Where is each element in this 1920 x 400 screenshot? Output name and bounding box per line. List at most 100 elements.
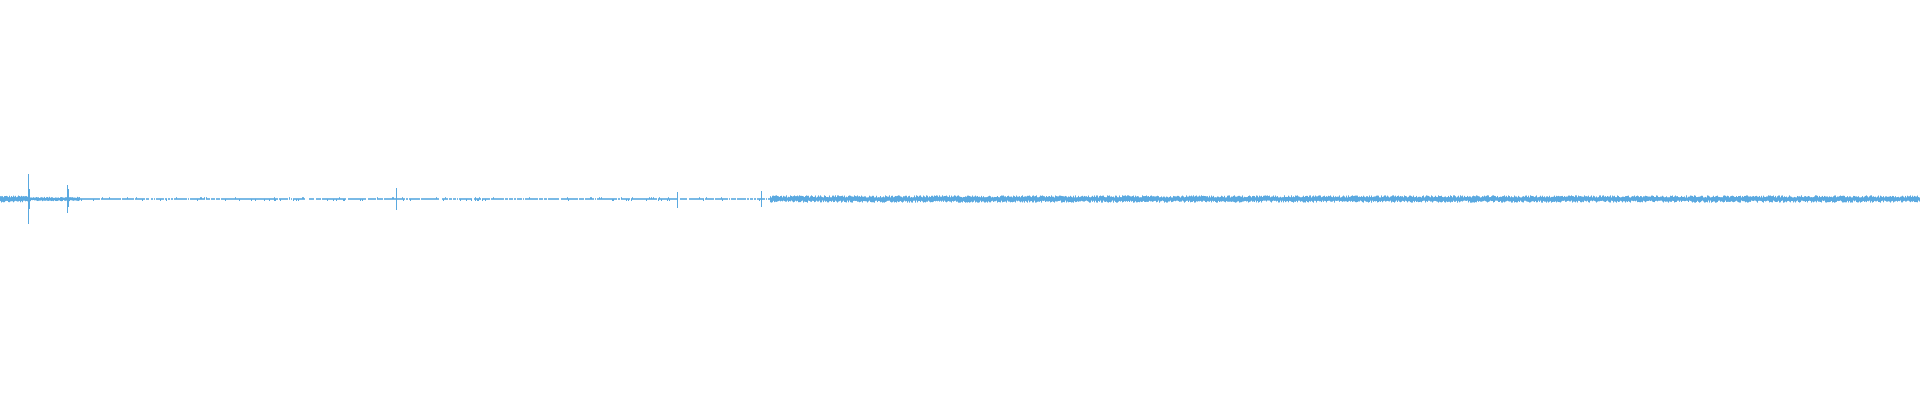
waveform-sample <box>583 198 584 200</box>
waveform-sample <box>469 198 470 200</box>
waveform-sample <box>663 198 664 200</box>
waveform-sample <box>890 197 891 202</box>
waveform-sample <box>1240 196 1241 203</box>
waveform-sample <box>1231 196 1232 202</box>
waveform-sample <box>387 198 388 200</box>
waveform-sample <box>1880 195 1881 203</box>
waveform-sample <box>97 198 98 200</box>
waveform-sample <box>1545 197 1546 202</box>
waveform-sample <box>1069 196 1070 202</box>
waveform-sample <box>340 198 341 200</box>
waveform-sample <box>1304 197 1305 203</box>
waveform-sample <box>1841 196 1842 202</box>
waveform-sample <box>1421 197 1422 203</box>
waveform-sample <box>948 196 949 202</box>
waveform-sample <box>1616 197 1617 203</box>
waveform-sample <box>598 198 599 200</box>
waveform-sample <box>1111 196 1112 202</box>
waveform-sample <box>971 196 972 202</box>
waveform-sample <box>72 197 73 201</box>
waveform-sample <box>689 198 690 200</box>
waveform-sample <box>665 198 666 200</box>
waveform-sample <box>821 196 822 203</box>
waveform-sample <box>544 198 545 200</box>
waveform-sample <box>63 197 64 201</box>
waveform-sample <box>997 196 998 203</box>
waveform-sample <box>1364 196 1365 201</box>
waveform-sample <box>1802 196 1803 201</box>
waveform-sample <box>1681 195 1682 202</box>
waveform-sample <box>1147 196 1148 202</box>
waveform-sample <box>297 198 298 200</box>
waveform-sample <box>705 198 706 200</box>
waveform-sample <box>1597 197 1598 202</box>
waveform-sample <box>863 196 864 202</box>
waveform-sample <box>1551 196 1552 203</box>
waveform-sample <box>1828 197 1829 203</box>
waveform-sample <box>1333 195 1334 201</box>
waveform-sample <box>1918 197 1919 201</box>
waveform-sample <box>1124 195 1125 202</box>
waveform-sample <box>1794 196 1795 202</box>
waveform-sample <box>207 198 208 200</box>
waveform-sample <box>1504 195 1505 203</box>
waveform-sample <box>1571 195 1572 201</box>
waveform-sample <box>1575 195 1576 203</box>
waveform-sample <box>484 198 485 200</box>
waveform-sample <box>595 198 596 200</box>
waveform-sample <box>582 198 583 200</box>
waveform-sample <box>482 198 483 201</box>
waveform-sample <box>733 198 734 200</box>
waveform-sample <box>1864 196 1865 202</box>
waveform-sample <box>1527 197 1528 202</box>
waveform-sample <box>45 197 46 201</box>
waveform-sample <box>391 198 392 200</box>
waveform-sample <box>806 195 807 203</box>
waveform-sample <box>15 195 16 201</box>
waveform-sample <box>1856 196 1857 203</box>
waveform-sample <box>1737 197 1738 202</box>
waveform-sample <box>225 198 226 201</box>
waveform-sample <box>1851 197 1852 203</box>
waveform-sample <box>1848 197 1849 203</box>
waveform-sample <box>1675 195 1676 203</box>
waveform-sample <box>182 198 183 200</box>
waveform-sample <box>836 197 837 202</box>
waveform-sample <box>718 198 719 200</box>
waveform-sample <box>1708 195 1709 201</box>
waveform-sample <box>702 198 703 200</box>
waveform-sample <box>147 198 148 200</box>
waveform-sample <box>330 198 331 200</box>
waveform-sample <box>1913 196 1914 202</box>
waveform-sample <box>1798 196 1799 203</box>
waveform-sample <box>1615 197 1616 202</box>
waveform-sample <box>1318 195 1319 201</box>
waveform-sample <box>1009 196 1010 202</box>
waveform-sample <box>553 198 554 200</box>
waveform-sample <box>638 198 639 200</box>
waveform-sample <box>640 198 641 200</box>
waveform-sample <box>6 195 7 201</box>
waveform-sample <box>1278 197 1279 203</box>
waveform-sample <box>106 198 107 200</box>
waveform-sample <box>788 196 789 202</box>
waveform-sample <box>1694 195 1695 203</box>
waveform-sample <box>587 198 588 200</box>
waveform-sample <box>946 195 947 203</box>
waveform-sample <box>1526 195 1527 202</box>
waveform-sample <box>1052 196 1053 202</box>
waveform-sample <box>117 198 118 200</box>
waveform-sample <box>1227 195 1228 202</box>
waveform-sample <box>571 198 572 200</box>
waveform-sample <box>1516 196 1517 203</box>
waveform-sample <box>1334 197 1335 203</box>
waveform-sample <box>206 197 207 200</box>
waveform-sample <box>1377 195 1378 203</box>
waveform-sample <box>213 198 214 200</box>
waveform-sample <box>254 198 255 200</box>
waveform-sample <box>1168 197 1169 202</box>
waveform-sample <box>1491 196 1492 202</box>
waveform-sample <box>1184 197 1185 203</box>
